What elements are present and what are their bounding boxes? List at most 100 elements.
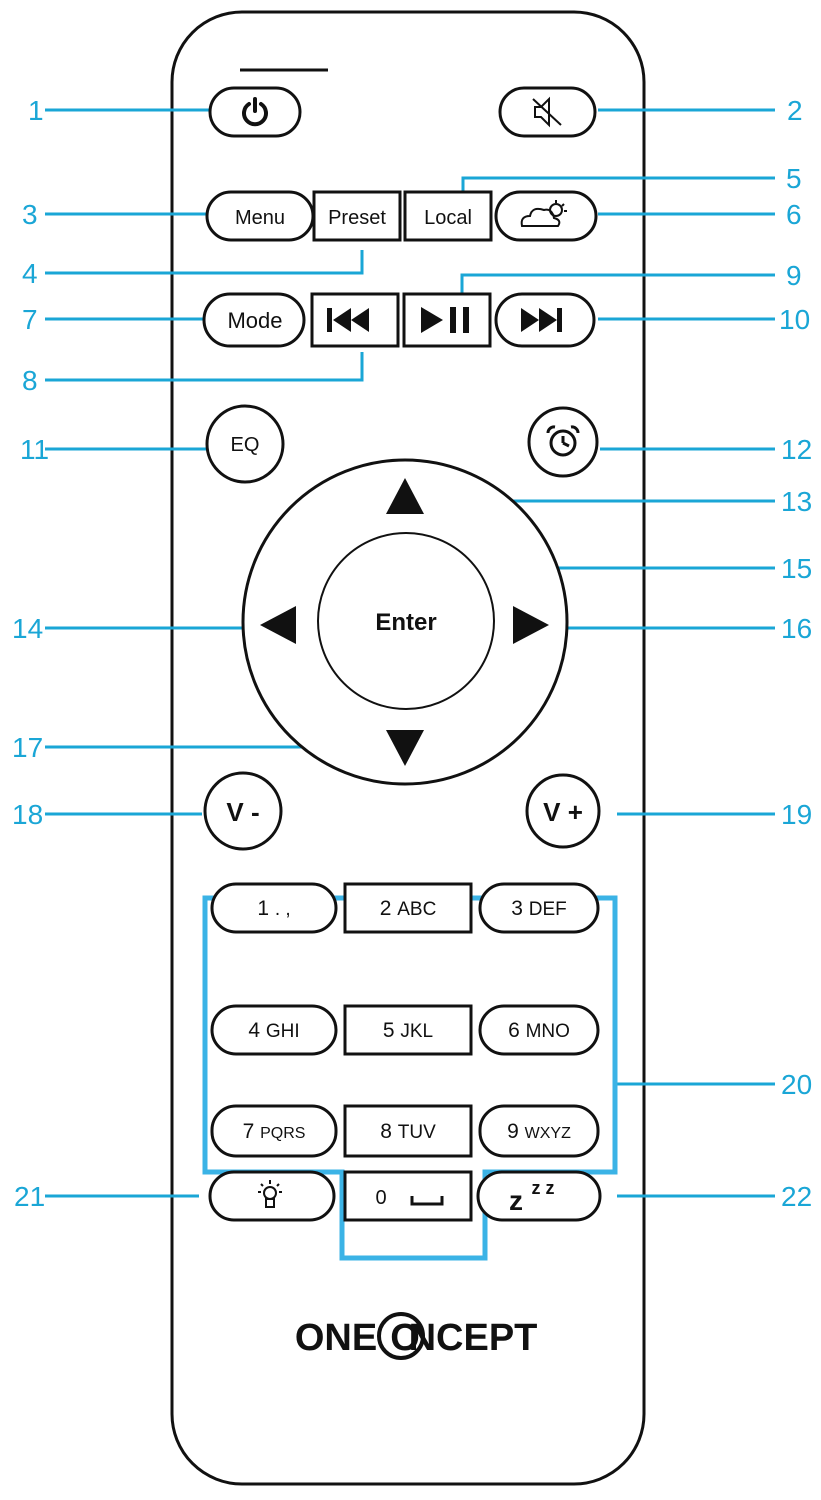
light-button[interactable]: [208, 1170, 336, 1222]
previous-track-icon: [327, 308, 369, 332]
brand-logo: ONE O NCEPT: [295, 1312, 537, 1360]
brand-logo-c-outer: [377, 1312, 425, 1360]
key-4-label: 4 GHI: [248, 1019, 299, 1042]
key-2-label: 2 ABC: [380, 897, 437, 920]
callout-10: 10: [779, 304, 811, 335]
key-8[interactable]: [343, 1104, 473, 1158]
keypad: 1 . , 2 ABC 3 DEF 4 GHI 5 JKL 6 MNO 7 PQRS 8 TU…: [210, 882, 600, 1158]
enter-label: Enter: [375, 609, 436, 636]
key-4-letters: GHI: [266, 1021, 300, 1042]
local-label: Local: [424, 207, 472, 229]
callout-2: 2: [787, 95, 803, 126]
key-7-letters: PQRS: [260, 1125, 305, 1142]
mode-button[interactable]: [202, 292, 306, 348]
key-6-digit: 6: [508, 1019, 526, 1042]
callout-14: 14: [12, 613, 44, 644]
key-9-digit: 9: [507, 1120, 525, 1143]
eq-button[interactable]: [205, 404, 285, 484]
preset-label: Preset: [328, 207, 386, 229]
sleep-button[interactable]: [476, 1170, 602, 1222]
callout-21: 21: [14, 1181, 46, 1212]
arrow-right-icon[interactable]: [513, 606, 549, 644]
enter-button[interactable]: [317, 532, 495, 710]
menu-label: Menu: [235, 207, 285, 229]
play-pause-button[interactable]: [402, 292, 492, 348]
callout-19: 19: [781, 799, 813, 830]
key-3[interactable]: [478, 882, 600, 934]
eq-label: EQ: [231, 434, 260, 456]
key-3-digit: 3: [511, 897, 529, 920]
sleep-z-large: z: [509, 1185, 523, 1216]
sleep-z-small: z z: [531, 1178, 554, 1198]
key-9-label: 9 WXYZ: [507, 1120, 571, 1143]
callout-8: 8: [22, 365, 38, 396]
key-1-label: 1 . ,: [257, 897, 290, 920]
key-6-label: 6 MNO: [508, 1019, 570, 1042]
key-1[interactable]: [210, 882, 338, 934]
key-6[interactable]: [478, 1004, 600, 1056]
mode-label: Mode: [227, 308, 282, 333]
key-3-letters: DEF: [529, 899, 567, 920]
callout-4: 4: [22, 258, 38, 289]
key-5-letters: JKL: [400, 1021, 433, 1042]
arrow-up-icon[interactable]: [386, 478, 424, 514]
callout-lines: [45, 108, 775, 1198]
callout-20: 20: [781, 1069, 813, 1100]
key-2-letters: ABC: [397, 899, 436, 920]
key-3-label: 3 DEF: [511, 897, 567, 920]
key-5-digit: 5: [383, 1019, 401, 1042]
callout-9: 9: [786, 260, 802, 291]
arrow-left-icon[interactable]: [260, 606, 296, 644]
callout-15: 15: [781, 553, 813, 584]
key-5[interactable]: [343, 1004, 473, 1056]
brand-logo-o: O: [390, 1317, 420, 1359]
volume-down-button[interactable]: [203, 771, 283, 851]
key-9[interactable]: [478, 1104, 600, 1158]
callout-11: 11: [20, 434, 50, 465]
callout-7: 7: [22, 304, 38, 335]
key-8-letters: TUV: [398, 1122, 436, 1143]
arrow-down-icon[interactable]: [386, 730, 424, 766]
key-5-label: 5 JKL: [383, 1019, 433, 1042]
key-2[interactable]: [343, 882, 473, 934]
callout-12: 12: [781, 434, 813, 465]
line-4: [45, 250, 364, 275]
callout-18: 18: [12, 799, 44, 830]
weather-button[interactable]: [494, 190, 598, 242]
key-1-digit: 1: [257, 897, 275, 920]
line-5: [461, 176, 775, 192]
line-9: [460, 273, 775, 295]
alarm-clock-icon: [546, 425, 580, 457]
key-0[interactable]: [343, 1170, 473, 1222]
next-track-icon: [521, 308, 562, 332]
callout-3: 3: [22, 199, 38, 230]
line-8: [45, 352, 364, 382]
mute-icon: [532, 96, 562, 128]
callout-5: 5: [786, 163, 802, 194]
key-7-digit: 7: [243, 1120, 261, 1143]
light-bulb-icon: [258, 1180, 282, 1208]
key-2-digit: 2: [380, 897, 398, 920]
brand-part-1: ONE: [295, 1317, 377, 1359]
previous-button[interactable]: [310, 292, 400, 348]
key-7-label: 7 PQRS: [243, 1120, 306, 1143]
volume-up-button[interactable]: [525, 773, 601, 849]
key-7[interactable]: [210, 1104, 338, 1158]
space-bar-icon: [410, 1196, 444, 1206]
callout-13: 13: [781, 486, 813, 517]
key-6-letters: MNO: [526, 1021, 570, 1042]
key-9-letters: WXYZ: [525, 1125, 571, 1142]
preset-button[interactable]: [312, 190, 402, 242]
key-8-digit: 8: [380, 1120, 398, 1143]
callout-6: 6: [786, 199, 802, 230]
play-pause-icon: [421, 307, 469, 333]
key-8-label: 8 TUV: [380, 1120, 436, 1143]
callout-16: 16: [781, 613, 813, 644]
key-0-digit: 0: [375, 1187, 386, 1209]
key-4[interactable]: [210, 1004, 338, 1056]
key-1-letters: . ,: [275, 899, 291, 920]
local-button[interactable]: [403, 190, 493, 242]
callout-1: 1: [28, 95, 44, 126]
